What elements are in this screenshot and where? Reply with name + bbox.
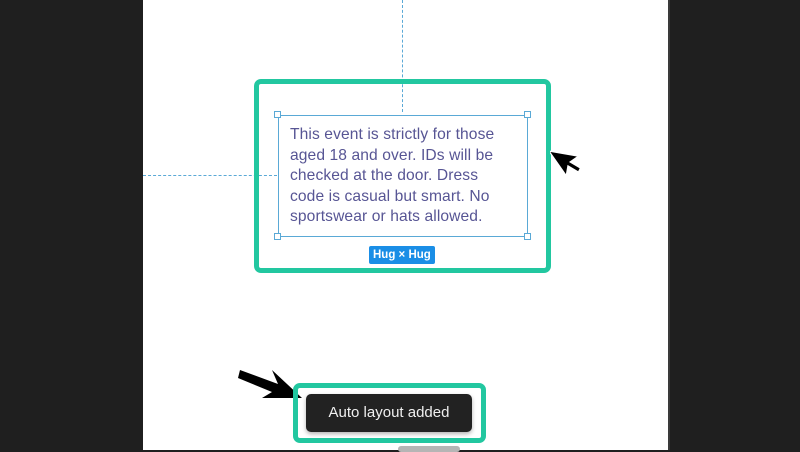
- bottom-toolbar-edge[interactable]: [398, 446, 460, 452]
- text-line: sportswear or hats allowed.: [290, 208, 483, 225]
- text-frame-selection[interactable]: [278, 115, 528, 237]
- pointing-arrow-icon: [238, 370, 302, 398]
- text-frame-highlight: [254, 79, 551, 273]
- resize-handle-bottom-left[interactable]: [274, 233, 281, 240]
- resize-handle-top-right[interactable]: [524, 111, 531, 118]
- text-line: aged 18 and over. IDs will be: [290, 146, 494, 164]
- mouse-pointer-icon: [550, 150, 580, 178]
- text-line: This event is strictly for those: [290, 126, 495, 143]
- size-badge: Hug × Hug: [369, 246, 435, 264]
- vertical-spacing-guide: [402, 0, 403, 112]
- design-canvas[interactable]: [143, 0, 668, 450]
- toast-highlight: [293, 383, 486, 443]
- text-line: code is casual but smart. No: [290, 187, 490, 205]
- horizontal-spacing-guide: [143, 175, 277, 176]
- resize-handle-top-left[interactable]: [274, 111, 281, 118]
- event-rules-text[interactable]: This event is strictly for those aged 18…: [290, 125, 526, 228]
- text-line: checked at the door. Dress: [290, 167, 479, 184]
- canvas-edge: [668, 0, 670, 450]
- auto-layout-toast: Auto layout added: [306, 394, 472, 432]
- resize-handle-bottom-right[interactable]: [524, 233, 531, 240]
